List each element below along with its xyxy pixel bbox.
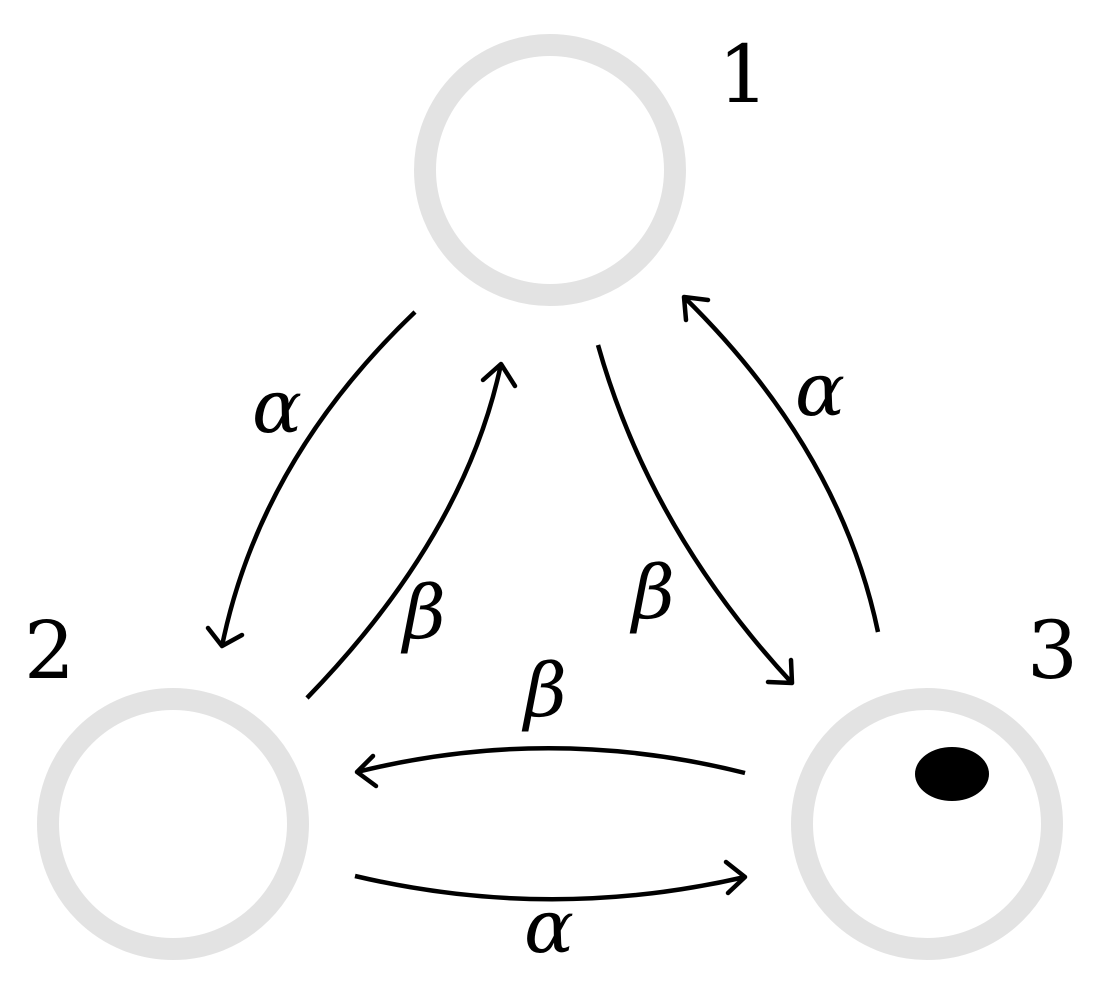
edge-3-to-1-arrowhead — [681, 294, 711, 323]
node-1-circle — [414, 34, 686, 306]
node-3-circle — [791, 688, 1063, 960]
node-3 — [791, 688, 1063, 960]
edge-1-to-2-line — [219, 310, 417, 647]
node-3-label: 3 — [1027, 604, 1078, 697]
edge-3-to-2-arrowhead — [354, 753, 379, 789]
node-2-circle — [37, 688, 309, 960]
edge-2-to-1-label: β — [400, 570, 446, 656]
edge-1-to-3-label: β — [629, 550, 675, 636]
node-1 — [414, 34, 686, 306]
edge-3-to-2-line — [356, 746, 746, 776]
edge-2-to-3: α — [354, 859, 748, 970]
edge-2-to-3-arrowhead — [723, 859, 748, 896]
edge-3-to-1-label: α — [795, 347, 845, 433]
edge-2-to-1: β — [305, 361, 518, 700]
node-2 — [37, 688, 309, 960]
edge-3-to-2: β — [354, 648, 746, 789]
edge-2-to-3-line — [354, 873, 746, 902]
edge-3-to-2-label: β — [521, 648, 567, 734]
edge-1-to-3-line — [595, 344, 794, 685]
edge-2-to-1-line — [305, 363, 504, 700]
edge-1-to-2-arrowhead — [205, 625, 245, 649]
edge-3-to-1: α — [681, 294, 881, 633]
edge-2-to-3-label: α — [524, 884, 574, 970]
node-1-label: 1 — [718, 28, 769, 121]
edge-2-to-1-arrowhead — [480, 361, 518, 389]
edge-1-to-3: β — [595, 344, 795, 686]
edge-3-to-1-line — [682, 295, 881, 633]
edge-1-to-2-label: α — [252, 364, 302, 450]
edge-1-to-2: α — [205, 310, 417, 649]
node-2-label: 2 — [24, 604, 75, 697]
token-marker — [915, 747, 989, 801]
edge-1-to-3-arrowhead — [765, 657, 795, 686]
